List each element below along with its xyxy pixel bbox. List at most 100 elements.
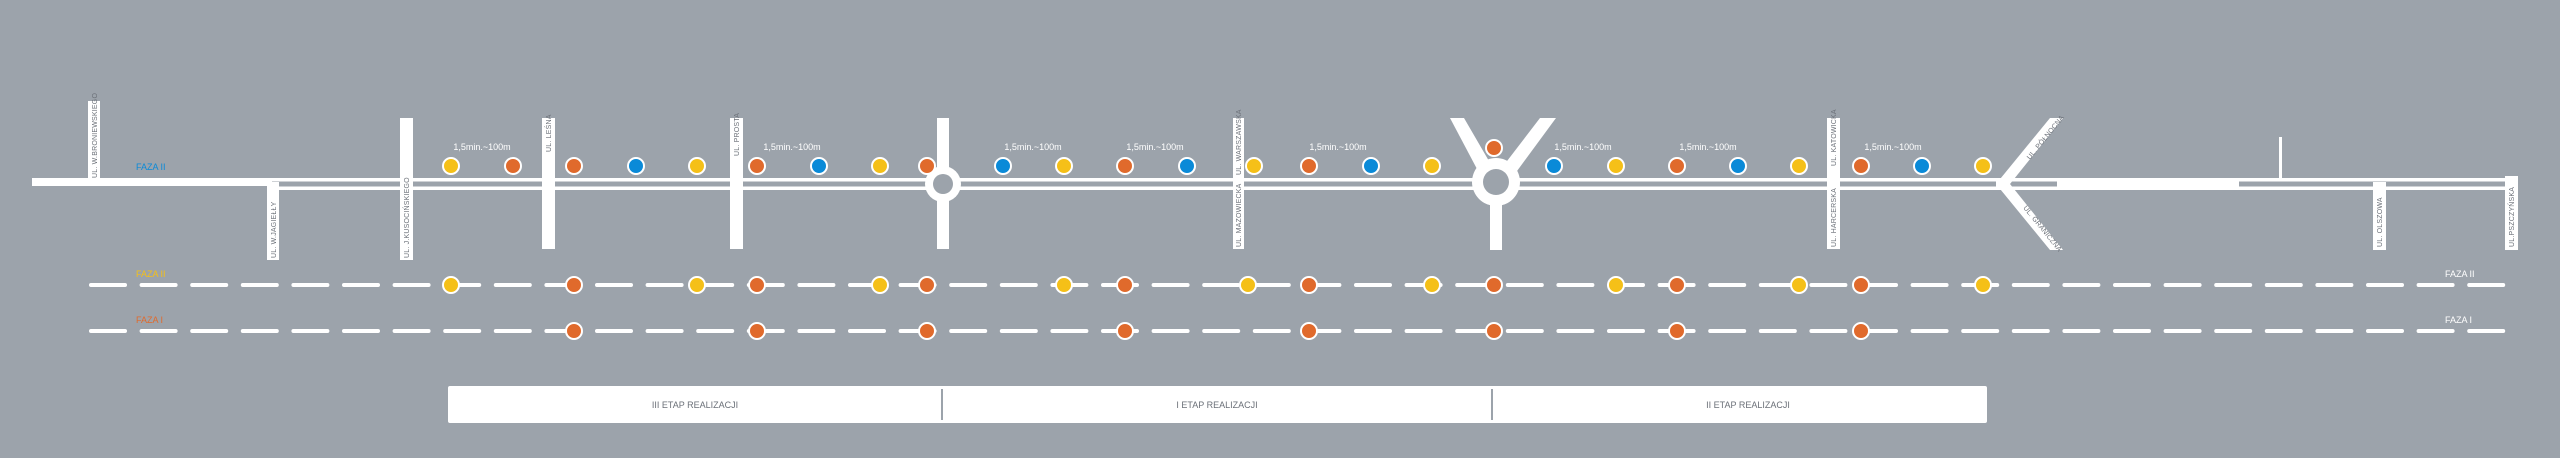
dash bbox=[2264, 283, 2303, 287]
stage-bar: III ETAP REALIZACJI I ETAP REALIZACJI II… bbox=[448, 386, 1987, 423]
dash bbox=[999, 329, 1038, 333]
main-stop-blue bbox=[1729, 157, 1747, 175]
dash bbox=[1151, 329, 1190, 333]
faza1-stop-orange bbox=[748, 322, 766, 340]
stage-divider bbox=[941, 389, 943, 420]
main-stop-blue bbox=[1362, 157, 1380, 175]
dash bbox=[2062, 283, 2101, 287]
main-stop-yellow bbox=[1790, 157, 1808, 175]
dash bbox=[291, 329, 330, 333]
faza1-stop-orange bbox=[918, 322, 936, 340]
label-warszawska: UL. WARSZAWSKA bbox=[1236, 109, 1243, 175]
dash bbox=[1961, 329, 2000, 333]
dash bbox=[392, 329, 431, 333]
dash bbox=[1455, 283, 1494, 287]
service-stub bbox=[2279, 137, 2282, 179]
dash bbox=[139, 329, 178, 333]
faza2-stop-orange bbox=[1668, 276, 1686, 294]
dash bbox=[2214, 329, 2253, 333]
dash bbox=[1354, 329, 1392, 333]
dash bbox=[1252, 329, 1291, 333]
faza1-stop-orange bbox=[1485, 322, 1503, 340]
street-polnocna bbox=[1996, 118, 2063, 184]
dash bbox=[645, 329, 684, 333]
faza1-stop-orange bbox=[1852, 322, 1870, 340]
dash bbox=[1910, 283, 1949, 287]
main-stop-orange bbox=[1116, 157, 1134, 175]
main-stop-orange bbox=[1485, 139, 1503, 157]
dash bbox=[2315, 283, 2354, 287]
dash bbox=[999, 283, 1038, 287]
dash bbox=[2366, 329, 2404, 333]
faza2-stop-orange bbox=[565, 276, 583, 294]
distance-label: 1,5min.~100m bbox=[1309, 142, 1366, 152]
dash bbox=[1252, 283, 1291, 287]
dash bbox=[1708, 329, 1747, 333]
faza2-right-label: FAZA II bbox=[2445, 269, 2475, 279]
label-harcerska: UL. HARCERSKA bbox=[1831, 188, 1838, 247]
distance-label: 1,5min.~100m bbox=[1554, 142, 1611, 152]
faza1-right-label: FAZA I bbox=[2445, 315, 2472, 325]
main-stop-blue bbox=[1178, 157, 1196, 175]
faza1-stop-orange bbox=[1116, 322, 1134, 340]
main-stop-yellow bbox=[1055, 157, 1073, 175]
main-stop-yellow bbox=[871, 157, 889, 175]
faza1-stop-orange bbox=[1668, 322, 1686, 340]
dash bbox=[89, 283, 127, 287]
main-stop-yellow bbox=[442, 157, 460, 175]
faza2-stop-orange bbox=[1485, 276, 1503, 294]
label-prosta: UL. PROSTA bbox=[734, 113, 741, 156]
faza2-stop-yellow bbox=[688, 276, 706, 294]
main-stop-orange bbox=[748, 157, 766, 175]
main-stop-blue bbox=[994, 157, 1012, 175]
dash bbox=[1607, 329, 1645, 333]
street-graniczna bbox=[1996, 184, 2063, 250]
faza2-stop-yellow bbox=[1423, 276, 1441, 294]
dash bbox=[342, 283, 380, 287]
dash bbox=[2366, 283, 2404, 287]
dash bbox=[2315, 329, 2354, 333]
faza2-stop-yellow bbox=[1239, 276, 1257, 294]
street-katowicka-harcerska bbox=[1827, 118, 1840, 249]
dash bbox=[342, 329, 380, 333]
dash bbox=[645, 283, 684, 287]
label-broniewskiego: UL. W.BRONIEWSKIEGO bbox=[92, 93, 99, 178]
dash bbox=[392, 283, 431, 287]
dash bbox=[595, 283, 633, 287]
main-stop-yellow bbox=[688, 157, 706, 175]
dash bbox=[2011, 329, 2050, 333]
stage-3-label: III ETAP REALIZACJI bbox=[652, 400, 738, 410]
street-lesna bbox=[542, 118, 555, 249]
dash bbox=[1505, 283, 1544, 287]
dash bbox=[1758, 329, 1797, 333]
dash bbox=[2214, 283, 2253, 287]
main-stop-blue bbox=[1913, 157, 1931, 175]
label-pszczynska: UL.PSZCZYŃSKA bbox=[2507, 187, 2516, 247]
dash bbox=[1758, 283, 1797, 287]
label-olszowa: UL. OLSZOWA bbox=[2377, 197, 2384, 247]
street-warszawska-mazowiecka bbox=[1233, 118, 1244, 249]
faza2-left-label: FAZA II bbox=[136, 269, 166, 279]
dash bbox=[949, 283, 988, 287]
dash bbox=[2062, 329, 2101, 333]
stage-2-label: II ETAP REALIZACJI bbox=[1706, 400, 1790, 410]
faza2-stop-orange bbox=[1852, 276, 1870, 294]
roundabout-1-island bbox=[933, 174, 953, 194]
dash bbox=[2113, 283, 2151, 287]
faza2-top-label: FAZA II bbox=[136, 162, 166, 172]
dash bbox=[1556, 283, 1595, 287]
dash bbox=[1809, 329, 1848, 333]
faza2-stop-yellow bbox=[1055, 276, 1073, 294]
dash bbox=[1202, 283, 1241, 287]
dash bbox=[2264, 329, 2303, 333]
stage-bar-bg bbox=[448, 386, 1987, 423]
main-stop-orange bbox=[565, 157, 583, 175]
faza1-stop-orange bbox=[1300, 322, 1318, 340]
dash bbox=[240, 329, 279, 333]
faza2-stop-yellow bbox=[1607, 276, 1625, 294]
faza1-left-label: FAZA I bbox=[136, 315, 163, 325]
dash bbox=[1809, 283, 1848, 287]
faza1-stop-orange bbox=[565, 322, 583, 340]
